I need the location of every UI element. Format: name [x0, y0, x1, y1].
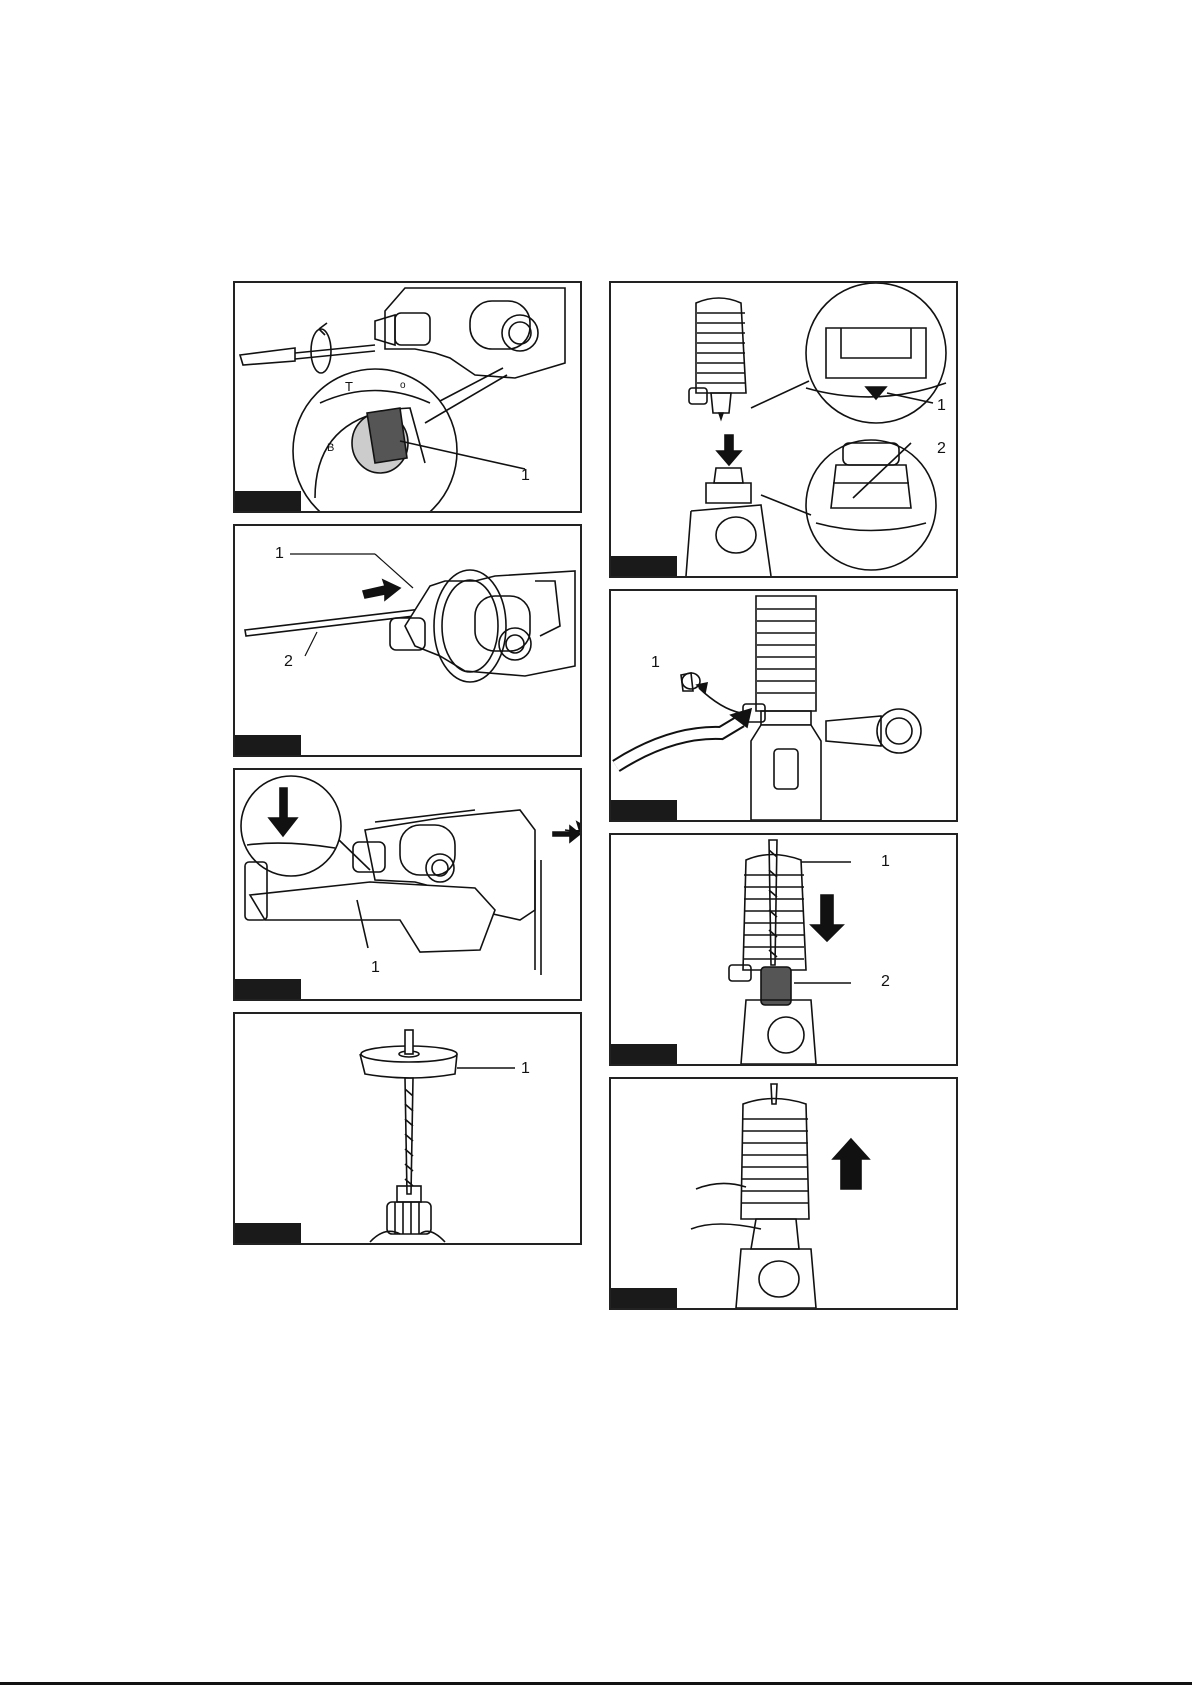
switch-label-t: T: [345, 379, 353, 394]
callout-2: 2: [881, 974, 890, 990]
callout-1: 1: [521, 468, 530, 484]
figure-number-tab: [235, 1223, 301, 1243]
callout-2: 2: [937, 441, 946, 457]
figure-3-dust-extractor: 1: [233, 768, 582, 1001]
remove-bellows-illustration: [611, 1079, 956, 1308]
figure-number-tab: [235, 979, 301, 999]
callout-1: 1: [371, 960, 380, 976]
callout-1: 1: [275, 546, 284, 562]
figure-number-tab: [611, 556, 677, 576]
switch-label-b: B: [327, 442, 334, 454]
install-bellows-illustration: [611, 835, 956, 1064]
figure-4-dust-cup: 1: [233, 1012, 582, 1245]
callout-2: 2: [284, 654, 293, 670]
figure-number-tab: [611, 1288, 677, 1308]
callout-1: 1: [937, 398, 946, 414]
figure-number-tab: [611, 800, 677, 820]
figure-2-depth-gauge: 1 2: [233, 524, 582, 757]
callout-1: 1: [521, 1061, 530, 1077]
hose-connection-illustration: [611, 591, 956, 820]
callout-1: 1: [651, 655, 660, 671]
figure-8-remove-bellows: [609, 1077, 958, 1310]
dust-extractor-illustration: [235, 770, 580, 999]
depth-gauge-illustration: [235, 526, 580, 755]
figure-number-tab: [235, 735, 301, 755]
figure-5-attachment-align: 1 2: [609, 281, 958, 578]
switch-label-o: o: [400, 380, 406, 391]
figure-number-tab: [611, 1044, 677, 1064]
figure-7-install-bellows: 1 2: [609, 833, 958, 1066]
attachment-align-illustration: [611, 283, 956, 576]
dust-cup-illustration: [235, 1014, 580, 1243]
figure-6-hose-connection: 1: [609, 589, 958, 822]
figure-number-tab: [235, 491, 301, 511]
figure-1-mode-switch: T B o 1: [233, 281, 582, 513]
callout-1: 1: [881, 854, 890, 870]
